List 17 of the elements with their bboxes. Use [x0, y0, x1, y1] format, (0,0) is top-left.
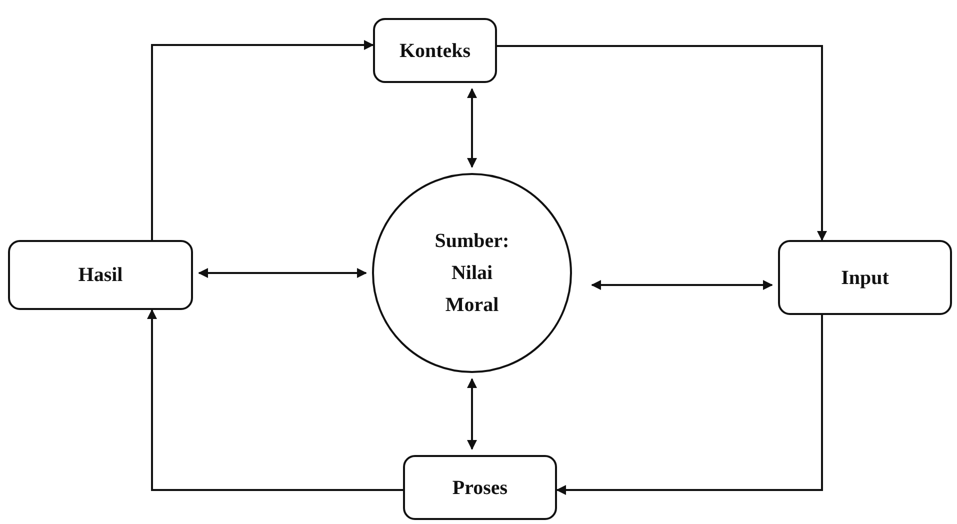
- node-label: Proses: [452, 476, 508, 500]
- process-box: [403, 455, 557, 520]
- node-label: Sumber: Nilai Moral: [434, 229, 510, 318]
- node-label: Hasil: [78, 263, 123, 288]
- node-label: Konteks: [399, 38, 471, 64]
- arrow: [147, 309, 403, 491]
- arrow: [151, 40, 374, 240]
- arrow: [591, 280, 773, 290]
- process-box: [778, 240, 952, 315]
- process-box: [373, 18, 497, 83]
- process-box: [8, 240, 193, 310]
- arrow: [467, 88, 477, 168]
- arrow: [497, 45, 827, 241]
- arrow: [556, 315, 823, 495]
- node-label: Input: [841, 266, 889, 290]
- arrow: [198, 268, 367, 278]
- arrow: [467, 378, 477, 450]
